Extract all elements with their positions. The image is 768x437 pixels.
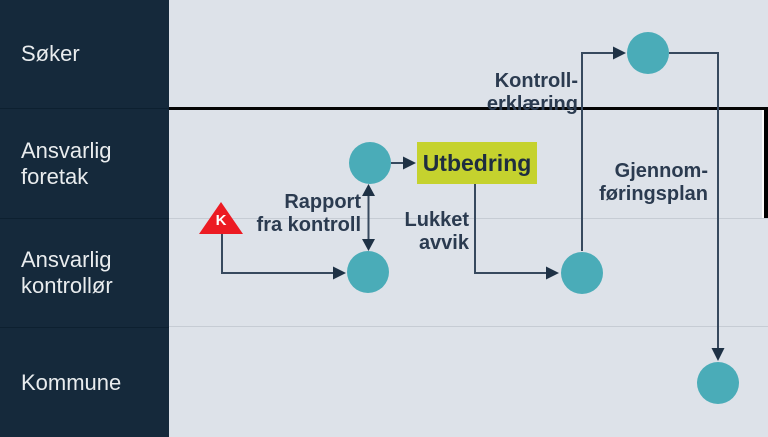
edge-k-to-kontrollor-node xyxy=(221,234,346,280)
label-rapport-fra-kontroll: Rapport fra kontroll xyxy=(256,191,361,236)
lane-sidebar: Søker Ansvarlig foretak Ansvarlig kontro… xyxy=(0,0,169,437)
control-point-letter: K xyxy=(215,212,227,229)
lane-separator-2 xyxy=(169,218,768,219)
edge-lukket-avvik xyxy=(474,184,559,280)
utbedring-box-label: Utbedring xyxy=(422,149,532,176)
edge-node-to-utbedring xyxy=(391,156,416,170)
lane-label-kommune: Kommune xyxy=(0,327,169,437)
label-lukket-avvik: Lukket avvik xyxy=(404,209,469,254)
lane-label-ansvarlig-kontrollor: Ansvarlig kontrollør xyxy=(0,218,169,327)
lane-label-soker: Søker xyxy=(21,41,80,67)
node-kommune xyxy=(697,362,739,404)
edge-rapport-double-arrow xyxy=(362,184,375,251)
lane-separator-3 xyxy=(169,326,768,327)
clipped-edge-shape xyxy=(762,110,768,218)
utbedring-box: Utbedring xyxy=(417,142,537,184)
label-kontrollerklaering: Kontroll- erklæring xyxy=(486,70,578,115)
node-soker xyxy=(627,32,669,74)
edge-kontrollerklaering xyxy=(581,46,626,251)
lane-separator-black xyxy=(169,107,768,110)
edge-gjennomforingsplan xyxy=(669,52,725,361)
node-kontrollor-erklaering xyxy=(561,252,603,294)
label-gjennomforingsplan: Gjennom- føringsplan xyxy=(599,160,708,205)
control-point-icon: K xyxy=(199,202,243,234)
lane-label-ansvarlig-foretak: Ansvarlig foretak xyxy=(0,108,169,218)
node-kontrollor-rapport xyxy=(347,251,389,293)
node-ansvarlig-foretak xyxy=(349,142,391,184)
